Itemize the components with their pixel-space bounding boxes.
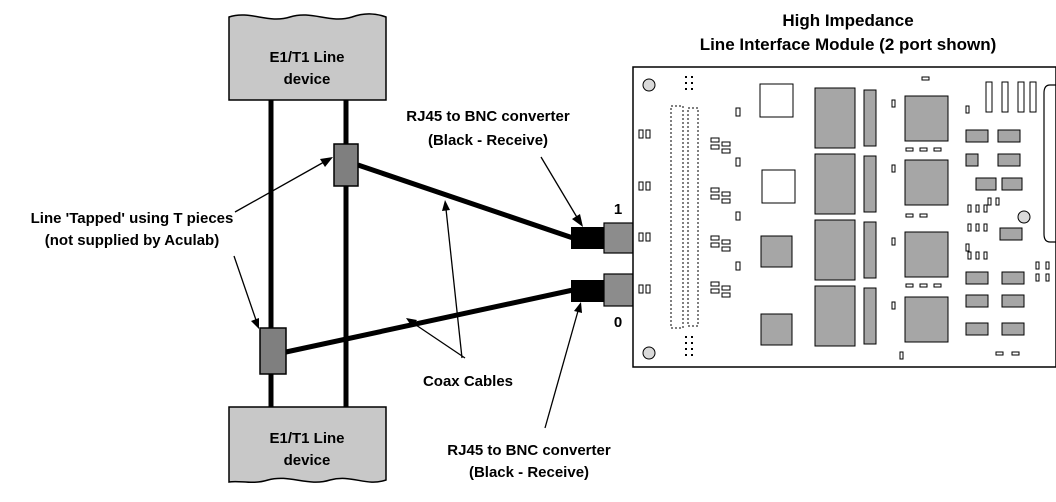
port-number-0: 0: [614, 314, 622, 331]
line-interface-module-board: [632, 66, 1056, 368]
converter-bottom-label-2: (Black - Receive): [469, 464, 589, 481]
crystal-component: [761, 169, 796, 204]
coax-cable-bottom: [285, 287, 574, 355]
converter-top-label-1: RJ45 to BNC converter: [406, 108, 570, 125]
transceiver-chip: [760, 235, 793, 268]
top-device-shape: [228, 13, 387, 101]
tapped-label-1: Line 'Tapped' using T pieces: [31, 210, 234, 227]
tapped-label-2: (not supplied by Aculab): [45, 232, 219, 249]
small-passives: [891, 76, 1050, 360]
converter-port-0: [571, 273, 634, 307]
magnetics-columns: [670, 105, 699, 329]
top-device-label-1: E1/T1 Line: [269, 49, 344, 66]
bottom-device-shape: [228, 406, 387, 484]
passive-components: [710, 107, 741, 298]
converter-top-label-2: (Black - Receive): [428, 132, 548, 149]
converter-black-body: [571, 227, 604, 249]
converter-black-body: [571, 280, 604, 302]
transformer-blocks: [814, 87, 877, 347]
pin-header-top: [685, 76, 693, 90]
top-device-label-2: device: [284, 71, 331, 88]
coax-cables-label: Coax Cables: [423, 373, 513, 390]
callout-arrows: [233, 156, 583, 429]
coax-cable-top: [357, 162, 574, 241]
resistor-arrays: [985, 81, 1037, 113]
pin-header-bottom: [685, 336, 693, 356]
t-piece-bottom: [259, 327, 287, 375]
mounting-hole: [1017, 210, 1031, 224]
port-number-1: 1: [614, 201, 622, 218]
port-1-connector: [603, 222, 634, 254]
bottom-device-label-2: device: [284, 452, 331, 469]
bottom-device-label-1: E1/T1 Line: [269, 430, 344, 447]
edge-connector-outline: [1043, 84, 1056, 243]
module-title-line-2: Line Interface Module (2 port shown): [700, 35, 997, 54]
module-board-outline: [632, 66, 1056, 368]
port-0-connector: [603, 273, 634, 307]
transceiver-chip: [760, 313, 793, 346]
t-piece-top: [333, 143, 359, 187]
edge-components: [638, 129, 651, 294]
framer-chips: [904, 95, 949, 343]
bottom-line-device: E1/T1 Line device: [228, 406, 387, 484]
converter-bottom-label-1: RJ45 to BNC converter: [447, 442, 611, 459]
right-side-chips: [965, 129, 1025, 336]
module-title-line-1: High Impedance: [782, 11, 913, 30]
mounting-hole: [642, 78, 656, 92]
top-line-device: E1/T1 Line device: [228, 13, 387, 101]
converter-port-1: [571, 222, 634, 254]
mounting-hole: [642, 346, 656, 360]
crystal-component: [759, 83, 794, 118]
